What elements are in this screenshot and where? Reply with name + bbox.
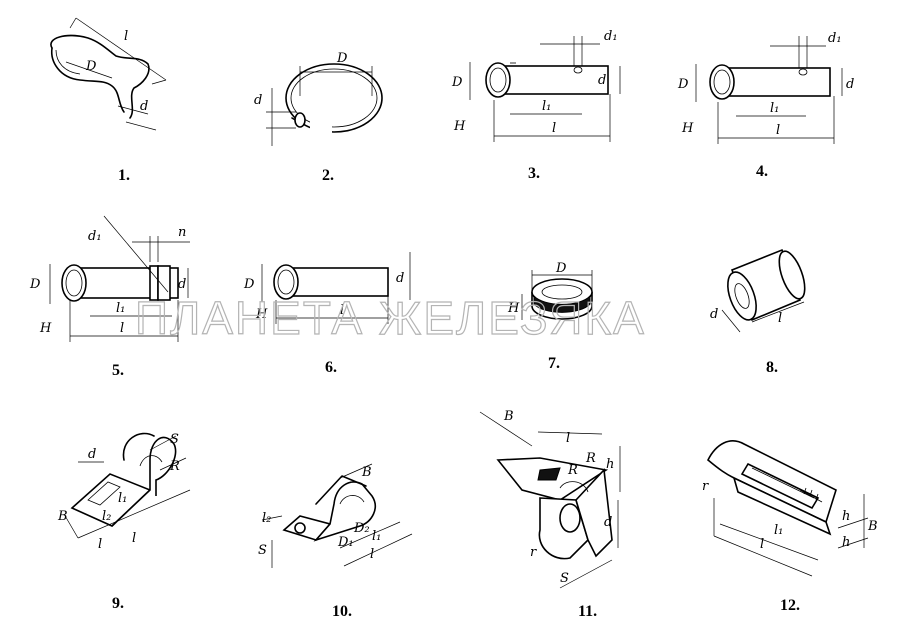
part-7-dim-D: D: [555, 261, 567, 276]
part-3-dim-d: d: [598, 73, 606, 88]
part-9-dim-l-2: l: [132, 531, 136, 546]
part-9-dim-l: l: [98, 537, 102, 552]
part-9-dim-l1: l₁: [118, 491, 127, 506]
part-10-dim-l: l: [370, 547, 374, 562]
part-10-dim-l2: l₂: [262, 511, 271, 526]
part-7-dim-H: H: [507, 301, 520, 316]
part-9-dim-B: B: [57, 509, 68, 524]
part-1-number: 1.: [118, 167, 130, 184]
part-4-dim-D: D: [677, 77, 689, 92]
part-3-dim-l1: l₁: [542, 99, 551, 114]
part-6-dim-l: l: [340, 303, 344, 318]
part-6-dim-H: H: [255, 307, 268, 322]
part-7-ring: D H 7.: [507, 261, 593, 372]
part-10-number: 10.: [332, 603, 352, 620]
watermark-text: ПЛАНЕТА ЖЕЛЕЗЯКА: [135, 292, 646, 344]
part-11-clip: B l R R h d r S 11.: [479, 409, 621, 620]
part-10-dim-S: S: [258, 543, 267, 558]
part-11-dim-S: S: [560, 571, 569, 586]
part-4-dim-l: l: [776, 123, 780, 138]
part-2-dim-d: d: [254, 93, 262, 108]
part-1-spring-clip: l D d 1.: [50, 17, 167, 184]
part-4-dim-H: H: [681, 121, 694, 136]
part-3-number: 3.: [528, 165, 540, 182]
part-5-dim-n: n: [178, 225, 186, 240]
part-8-number: 8.: [766, 359, 778, 376]
part-4-dim-l1: l₁: [770, 101, 779, 116]
part-5-dim-H: H: [39, 321, 52, 336]
part-10-dim-D1: D₁: [337, 535, 354, 550]
part-1-dim-l: l: [124, 29, 128, 44]
part-5-dim-d: d: [178, 277, 186, 292]
part-12-dim-r: r: [702, 479, 709, 494]
part-2-number: 2.: [322, 167, 334, 184]
part-1-dim-d: d: [140, 99, 148, 114]
part-4-pin: d₁ D d l₁ H l 4.: [677, 31, 854, 180]
part-11-dim-B: B: [503, 409, 514, 424]
part-7-number: 7.: [548, 355, 560, 372]
part-5-dim-l1: l₁: [116, 301, 125, 316]
part-8-dim-l: l: [778, 311, 782, 326]
part-9-number: 9.: [112, 595, 124, 612]
part-10-pipe-clamp: B l₂ D₂ D₁ S l₁ l 10.: [258, 463, 413, 620]
part-10-dim-l1: l₁: [372, 529, 381, 544]
part-12-spring-plate: r l₁ l h h B 12.: [702, 440, 878, 614]
part-6-dim-D: D: [243, 277, 255, 292]
part-5-dim-D: D: [29, 277, 41, 292]
part-1-dim-D: D: [85, 59, 97, 74]
part-5-dim-d1: d₁: [88, 229, 102, 244]
part-12-dim-l1: l₁: [774, 523, 783, 538]
part-3-dim-H: H: [453, 119, 466, 134]
part-9-bracket: d S R B l₂ l₁ l l 9.: [57, 432, 191, 612]
part-12-dim-B: B: [867, 519, 878, 534]
part-6-plain-pin: D d H l 6.: [243, 252, 411, 376]
part-3-dim-d1: d₁: [604, 29, 618, 44]
part-5-number: 5.: [112, 362, 124, 379]
part-10-dim-D2: D₂: [353, 521, 370, 536]
part-11-dim-d: d: [604, 515, 612, 530]
part-4-dim-d: d: [846, 77, 854, 92]
part-10-dim-B: B: [361, 465, 372, 480]
part-12-number: 12.: [780, 597, 800, 614]
part-8-bushing: d l 8.: [710, 248, 806, 376]
part-2-split-ring: D d 2.: [254, 51, 383, 184]
part-9-dim-R: R: [169, 459, 180, 474]
part-8-dim-d: d: [710, 307, 718, 322]
part-9-dim-S: S: [170, 432, 179, 447]
part-9-dim-l2: l₂: [102, 509, 111, 524]
part-11-dim-h: h: [606, 457, 614, 472]
part-12-dim-h1: h: [842, 509, 850, 524]
part-3-dim-D: D: [451, 75, 463, 90]
part-12-dim-h2: h: [842, 535, 850, 550]
part-11-dim-l: l: [566, 431, 570, 446]
part-2-dim-D: D: [336, 51, 348, 66]
part-4-dim-d1: d₁: [828, 31, 842, 46]
part-5-grooved-pin: d₁ n D d l₁ H l 5.: [29, 215, 190, 379]
part-6-dim-d: d: [396, 271, 404, 286]
part-4-number: 4.: [756, 163, 768, 180]
part-11-number: 11.: [578, 603, 597, 620]
part-9-dim-d: d: [88, 447, 96, 462]
part-11-dim-r: r: [530, 545, 537, 560]
part-11-dim-R2: R: [585, 451, 596, 466]
part-11-dim-R1: R: [567, 463, 578, 478]
part-3-dim-l: l: [552, 121, 556, 136]
part-12-dim-l: l: [760, 537, 764, 552]
part-6-number: 6.: [325, 359, 337, 376]
part-5-dim-l: l: [120, 321, 124, 336]
part-3-pin: d₁ D d l₁ H l 3.: [451, 29, 621, 182]
